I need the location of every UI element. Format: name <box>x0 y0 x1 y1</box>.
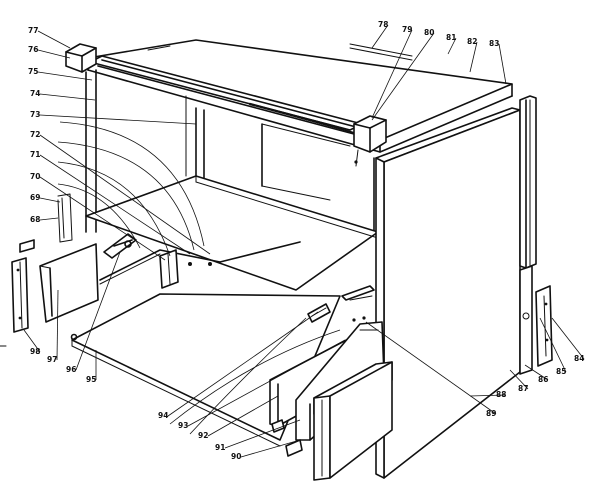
back-wall <box>195 107 375 235</box>
left-small-foot <box>19 239 35 253</box>
left-front-bracket <box>11 257 29 333</box>
callout-label-80: 80 <box>424 28 434 37</box>
callout-leader-80 <box>371 32 435 121</box>
callout-leader-69 <box>39 197 61 203</box>
callout-label-93: 93 <box>178 421 188 430</box>
callout-label-68: 68 <box>30 215 40 224</box>
right-side-panel <box>375 107 521 479</box>
callout-leader-76 <box>37 49 71 59</box>
callout-leader-71 <box>39 154 191 255</box>
callout-label-79: 79 <box>402 25 412 34</box>
callout-leader-87 <box>509 369 529 390</box>
callout-label-97: 97 <box>47 355 57 364</box>
callout-leader-86 <box>524 364 549 381</box>
callout-label-73: 73 <box>30 110 40 119</box>
callout-label-77: 77 <box>28 26 38 35</box>
callout-leader-88 <box>469 394 507 397</box>
callout-label-94: 94 <box>158 411 168 420</box>
right-corner-post <box>519 265 553 375</box>
callout-label-96: 96 <box>66 365 76 374</box>
callout-leader-79 <box>371 29 413 119</box>
callout-label-88: 88 <box>496 390 506 399</box>
callout-leader-84 <box>551 317 585 360</box>
callout-label-86: 86 <box>538 375 548 384</box>
left-bracket-small <box>57 193 73 243</box>
leader-arcs <box>57 121 341 435</box>
callout-label-81: 81 <box>446 33 456 42</box>
callout-label-84: 84 <box>574 354 584 363</box>
callout-label-72: 72 <box>30 130 40 139</box>
callout-label-82: 82 <box>467 37 477 46</box>
callout-leader-94 <box>167 311 319 417</box>
callout-label-83: 83 <box>489 39 499 48</box>
callout-label-75: 75 <box>28 67 38 76</box>
right-rear-rail <box>519 95 537 269</box>
callout-leader-89 <box>365 321 497 415</box>
callout-label-69: 69 <box>30 193 40 202</box>
callout-leader-90 <box>240 439 301 458</box>
callout-label-87: 87 <box>518 384 528 393</box>
left-end-block <box>65 43 97 73</box>
callout-labels: 77 76 75 74 73 72 71 70 69 68 78 79 80 81 82 83 84 85 86 87… <box>23 20 585 461</box>
callout-leader-96 <box>75 251 121 371</box>
callout-leader-68 <box>39 217 59 221</box>
callout-leader-85 <box>539 317 567 373</box>
callout-leader-72 <box>39 134 211 255</box>
callout-leader-75 <box>37 71 93 81</box>
top-front-rail <box>89 55 363 135</box>
right-end-block <box>353 115 387 167</box>
drawer-panel-front <box>313 361 393 481</box>
callout-label-95: 95 <box>86 375 96 384</box>
callout-leader-78 <box>371 24 389 49</box>
callout-leader-97 <box>56 289 59 361</box>
callout-label-91: 91 <box>215 443 225 452</box>
callout-label-70: 70 <box>30 172 40 181</box>
callout-label-92: 92 <box>198 431 208 440</box>
left-lower-side-panel <box>39 243 99 323</box>
callout-label-98: 98 <box>30 347 40 356</box>
callout-label-74: 74 <box>30 89 40 98</box>
callout-leader-93 <box>187 339 346 427</box>
callout-label-89: 89 <box>486 409 496 418</box>
callout-label-76: 76 <box>28 45 38 54</box>
middle-shelf <box>85 175 379 291</box>
callout-leader-73 <box>39 114 197 125</box>
callout-leader-83 <box>498 43 507 85</box>
callout-label-90: 90 <box>231 452 241 461</box>
callout-leader-81 <box>447 37 457 55</box>
callout-leader-74 <box>39 93 96 101</box>
callout-leader-98 <box>23 329 41 353</box>
callout-leader-92 <box>207 395 279 437</box>
callout-leader-82 <box>469 41 478 73</box>
callout-label-71: 71 <box>30 150 40 159</box>
callout-label-78: 78 <box>378 20 388 29</box>
callout-leader-70 <box>39 176 166 261</box>
callout-leader-91 <box>224 419 301 449</box>
callout-label-85: 85 <box>556 367 566 376</box>
callout-leader-77 <box>37 30 71 49</box>
